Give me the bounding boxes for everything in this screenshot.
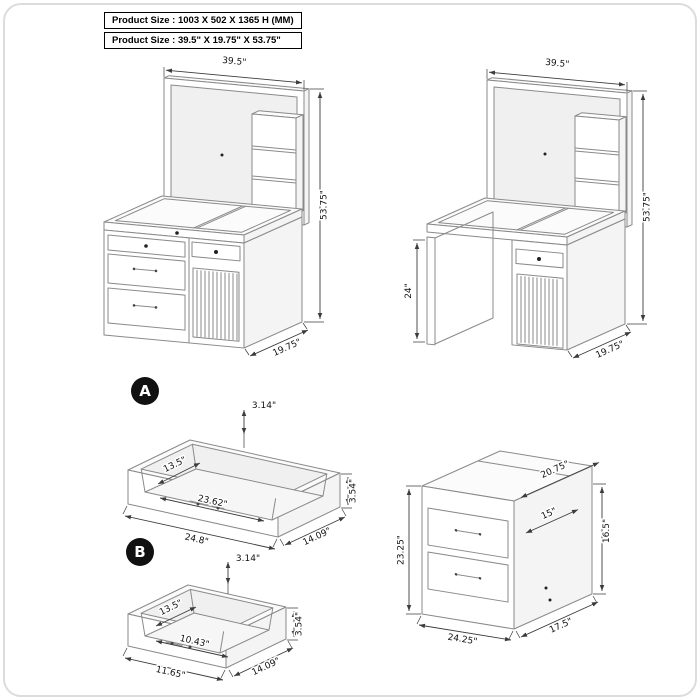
product-size-box: Product Size : 1003 X 502 X 1365 H (MM) … — [104, 12, 302, 52]
dim-height-label: 53.75" — [320, 190, 330, 220]
knee-space — [434, 211, 494, 345]
tabletop-tray — [103, 195, 303, 244]
cabinet-base — [103, 216, 303, 349]
dim-side-height-label: 3.54" — [349, 479, 359, 503]
power-button-dot — [175, 231, 179, 235]
dim-width-label: 39.5" — [222, 56, 247, 68]
view-label-a-badge: A — [131, 377, 159, 405]
vanity-front-view-drawing: 39.5" 53.75" 19.75" — [103, 54, 331, 360]
cam-bolt-dot — [548, 598, 552, 602]
product-size-mm: Product Size : 1003 X 502 X 1365 H (MM) — [104, 12, 302, 29]
tabletop-tray — [426, 197, 626, 246]
drawer-handle — [455, 529, 481, 579]
view-label-b-badge: B — [126, 538, 154, 566]
dim-depth-label: 19.75" — [271, 337, 302, 358]
dim-height-label: 23.25" — [397, 535, 407, 565]
dim-side-height-label: 16.5" — [602, 519, 612, 543]
vanity-angle-dimensions: 39.5" 53.75" 24" 19.75" — [403, 56, 655, 362]
drawer-knob — [537, 257, 541, 261]
vanity-angle-view-drawing: 39.5" 53.75" 24" 19.75" — [403, 56, 655, 362]
dim-knee-height-label: 24" — [404, 283, 414, 299]
cam-bolt-dot — [544, 586, 548, 590]
drawer-box — [127, 584, 287, 669]
dim-rim-height-label: 3.14" — [252, 401, 276, 411]
drawer-handle — [133, 268, 157, 308]
dim-side-height-label: 3.54" — [295, 612, 305, 636]
dim-height-label: 53.75" — [643, 192, 653, 222]
pedestal-box — [421, 450, 593, 630]
mirror-shelf-unit — [251, 110, 304, 215]
dim-depth-label: 19.75" — [594, 339, 625, 360]
drawer-knob — [214, 250, 218, 254]
drawer-b-drawing: 3.14" 13.5" 10.43" 3.54" 11.65" 14.09" — [122, 553, 306, 683]
drawer-knob — [144, 244, 148, 248]
drawer-a-drawing: 3.14" 13.5" 23.62" 3.54" 24.8" 14.09" — [122, 400, 360, 550]
dim-width-label: 24.25" — [447, 633, 478, 648]
dim-depth-label: 17.5" — [548, 617, 574, 636]
mirror-shelf-unit — [574, 112, 627, 217]
desk-leg-panel — [426, 236, 436, 346]
louver-door — [192, 267, 240, 342]
product-size-inch: Product Size : 39.5" X 19.75" X 53.75" — [104, 32, 302, 49]
drawer-box — [127, 439, 341, 538]
desk-base — [426, 211, 626, 351]
dim-outer-width-label: 24.8" — [184, 533, 210, 548]
touch-sensor-dot — [220, 153, 224, 157]
touch-sensor-dot — [543, 152, 547, 156]
dim-width-label: 39.5" — [545, 58, 570, 70]
louver-door — [516, 273, 564, 349]
pedestal-drawing: 23.25" 20.75" 15" 16.5" 24.25" 17.5" — [395, 450, 614, 649]
dim-outer-width-label: 11.65" — [155, 665, 186, 681]
dim-outer-depth-label: 14.09" — [250, 656, 281, 678]
dim-rim-height-label: 3.14" — [236, 554, 260, 564]
